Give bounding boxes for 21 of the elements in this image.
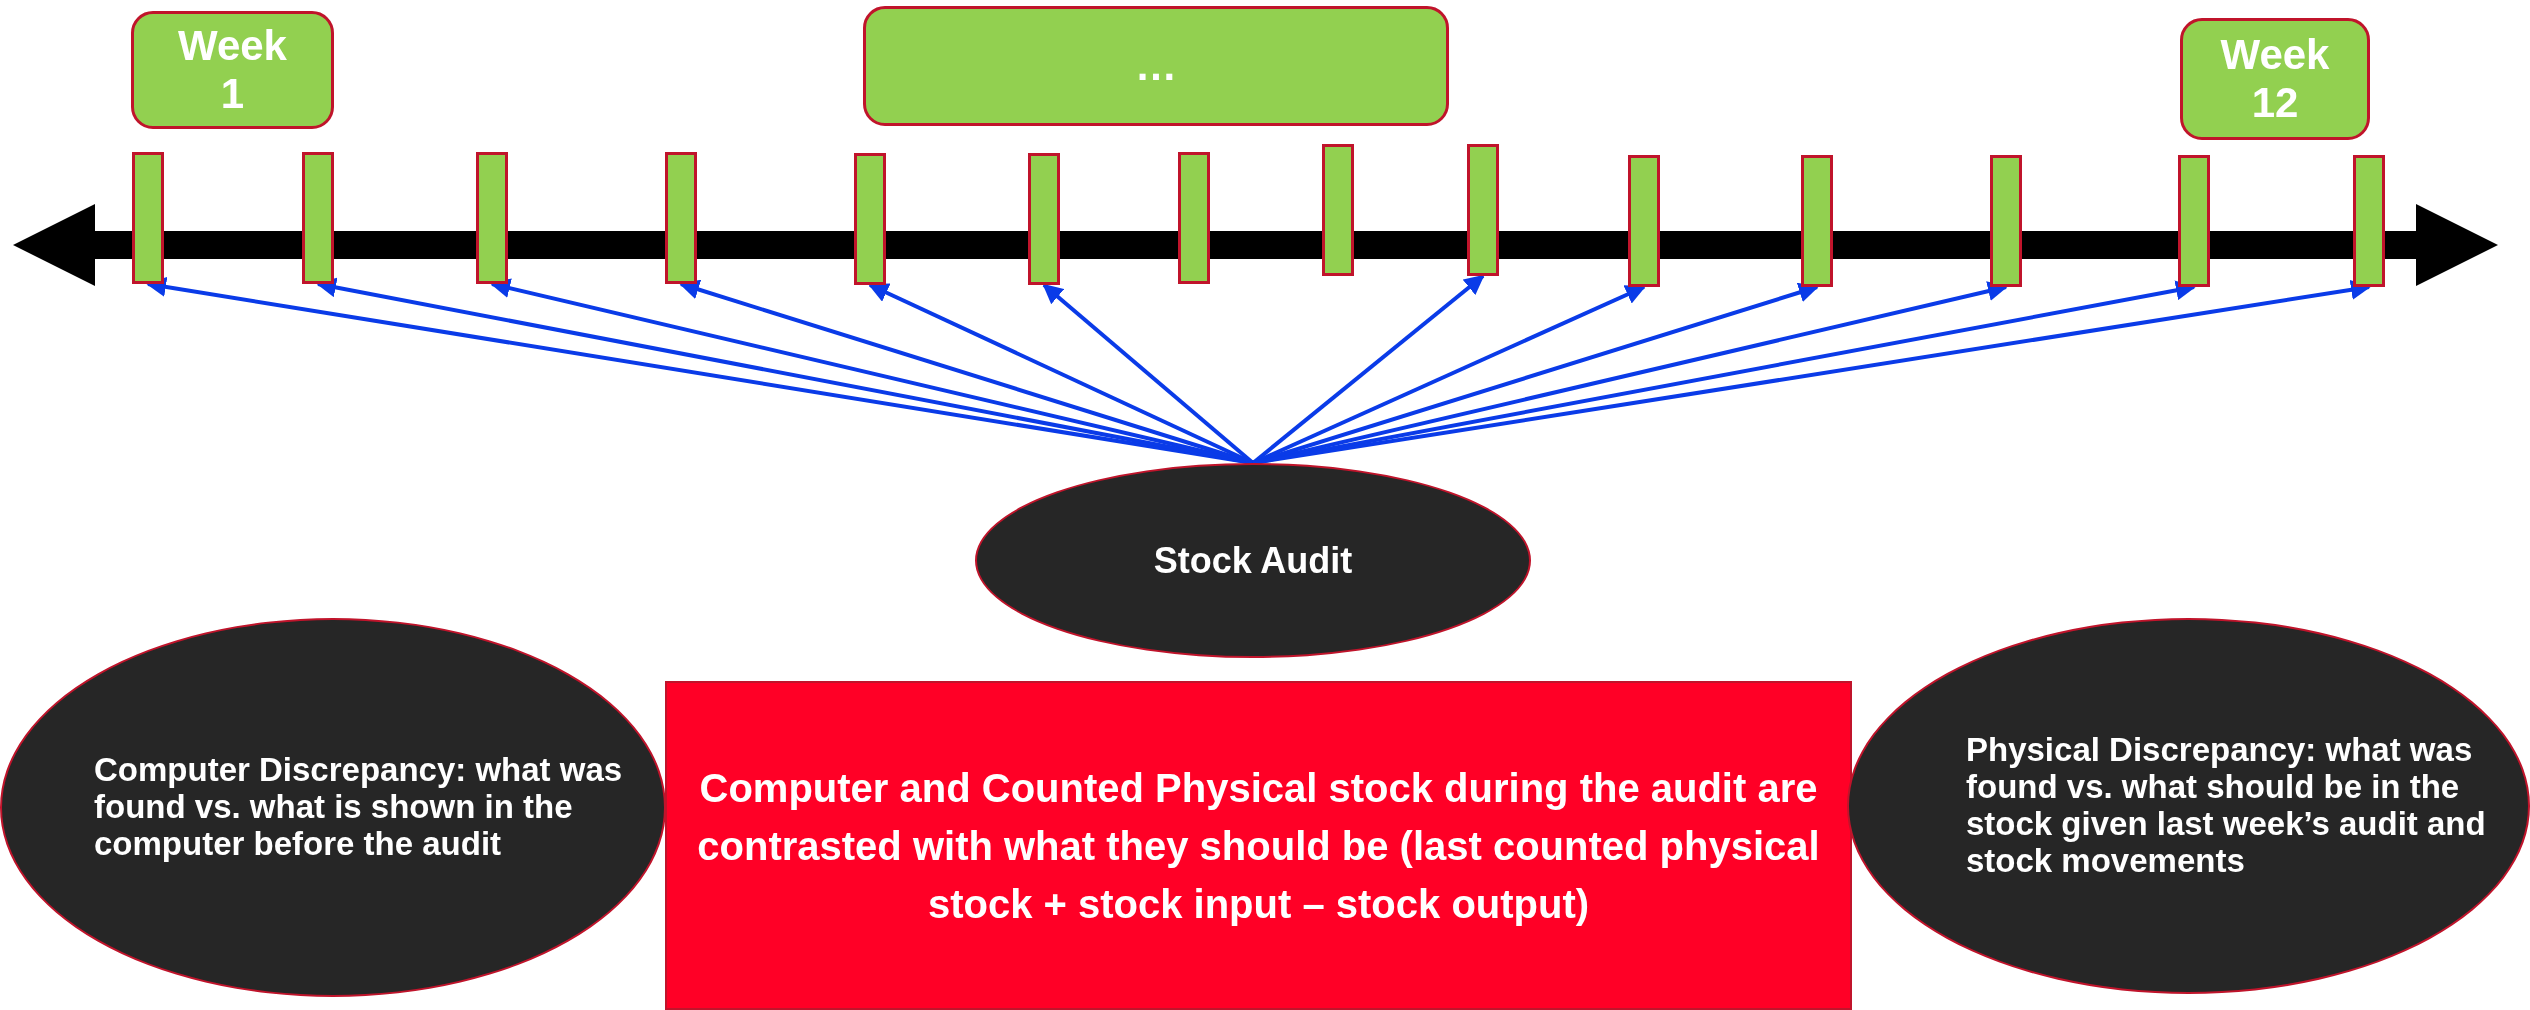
stock-audit-ellipse: Stock Audit xyxy=(975,463,1531,658)
week-bar xyxy=(2353,155,2385,287)
explanation-box: Computer and Counted Physical stock during the audit are contrasted with what they should be (last counted physical stock + stock input – stock output) xyxy=(665,681,1852,1010)
week-bar xyxy=(854,153,886,285)
week-bar xyxy=(1028,153,1060,285)
week-bar xyxy=(2178,155,2210,287)
week-label-box: Week 12 xyxy=(2180,18,2370,140)
week-bar xyxy=(1322,144,1354,276)
week-bar xyxy=(302,152,334,284)
week-label-box: Week 1 xyxy=(131,11,334,129)
week-bar xyxy=(1990,155,2022,287)
week-bar xyxy=(476,152,508,284)
physical-discrepancy-ellipse: Physical Discrepancy: what was found vs. what should be in the stock given last week’s audit and stock movements xyxy=(1847,618,2530,994)
week-bar xyxy=(1628,155,1660,287)
week-bar xyxy=(1467,144,1499,276)
week-bar xyxy=(665,152,697,284)
week-bar xyxy=(132,152,164,284)
week-bar xyxy=(1178,152,1210,284)
computer-discrepancy-ellipse: Computer Discrepancy: what was found vs. what is shown in the computer before the audit xyxy=(0,618,666,997)
week-bar xyxy=(1801,155,1833,287)
ellipsis-box: … xyxy=(863,6,1449,126)
